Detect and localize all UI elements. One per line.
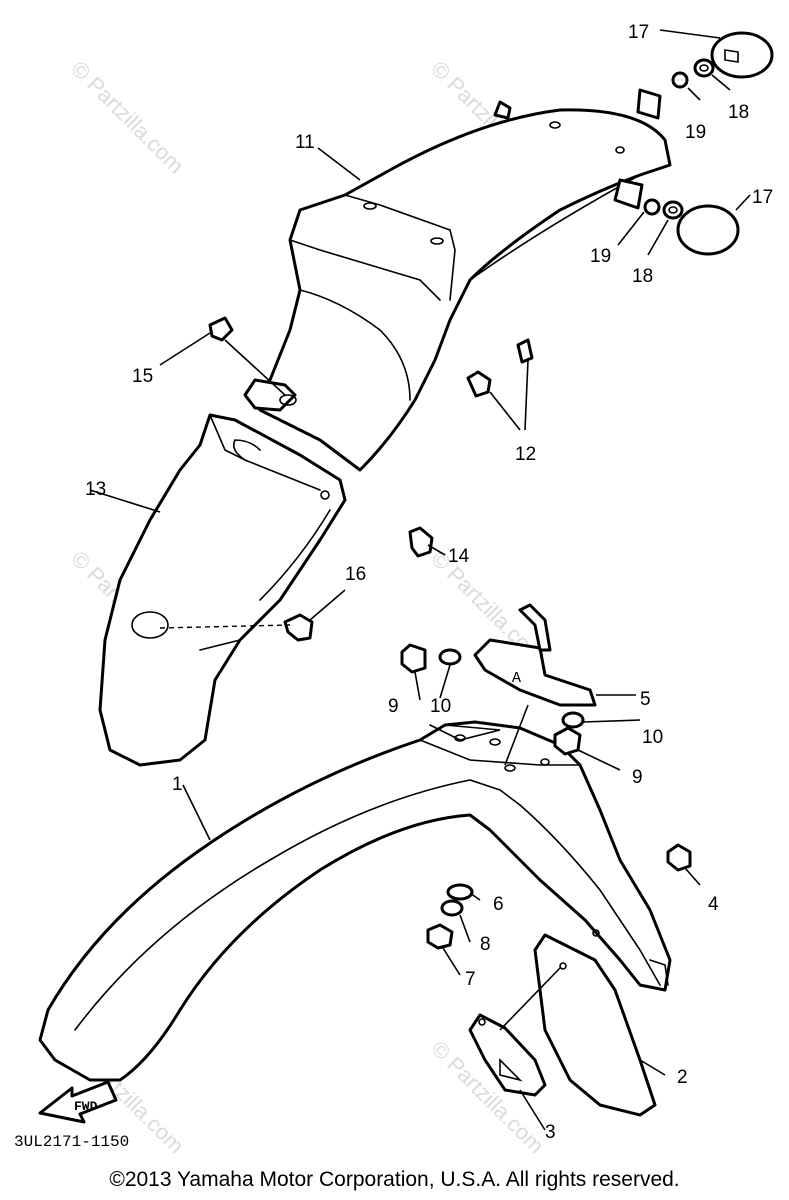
hardware	[208, 31, 774, 950]
callout-15: 15	[132, 366, 153, 387]
callout-14: 14	[448, 546, 470, 567]
callout-16: 16	[345, 564, 366, 585]
number-plate-part-2	[533, 929, 657, 1117]
callout-4: 4	[708, 894, 719, 915]
watermark: © Partzilla.com	[66, 56, 189, 179]
callout-12: 12	[515, 444, 536, 465]
callout-19: 19	[590, 246, 611, 267]
callout-7: 7	[465, 969, 476, 990]
callout-9: 9	[632, 767, 643, 788]
callout-17: 17	[752, 187, 773, 208]
rear-flap-part-13	[98, 413, 347, 767]
callout-18: 18	[632, 266, 653, 287]
callout-19: 19	[685, 122, 706, 143]
callout-2: 2	[677, 1067, 688, 1088]
fwd-label: FWD	[74, 1099, 98, 1114]
copyright-notice: ©2013 Yamaha Motor Corporation, U.S.A. A…	[109, 1168, 680, 1191]
cap-part-17-right	[676, 204, 740, 256]
mark-a: A	[512, 670, 521, 687]
callout-9: 9	[388, 696, 399, 717]
callout-3: 3	[545, 1122, 556, 1143]
diagram-code: 3UL2171-1150	[14, 1133, 129, 1151]
callout-6: 6	[493, 894, 504, 915]
rear-fender-part-11	[243, 88, 672, 472]
front-fender-part-1	[38, 720, 672, 1082]
cap-part-17-top	[710, 31, 774, 79]
bracket-part-3	[468, 1013, 547, 1097]
callout-10: 10	[430, 696, 451, 717]
leader-lines	[89, 29, 751, 1131]
callout-8: 8	[480, 934, 491, 955]
callout-1: 1	[172, 774, 183, 795]
fender-bracket-part-5: A	[473, 603, 597, 707]
callout-18: 18	[728, 102, 749, 123]
callout-10: 10	[642, 727, 663, 748]
callout-17: 17	[628, 22, 649, 43]
callout-labels: 17 18 19 11 17 19 18 15 12 13 14 16 9 10…	[85, 22, 773, 1143]
callout-11: 11	[295, 132, 315, 153]
callout-5: 5	[640, 689, 651, 710]
fwd-arrow: FWD	[38, 1080, 118, 1124]
callout-13: 13	[85, 479, 106, 500]
